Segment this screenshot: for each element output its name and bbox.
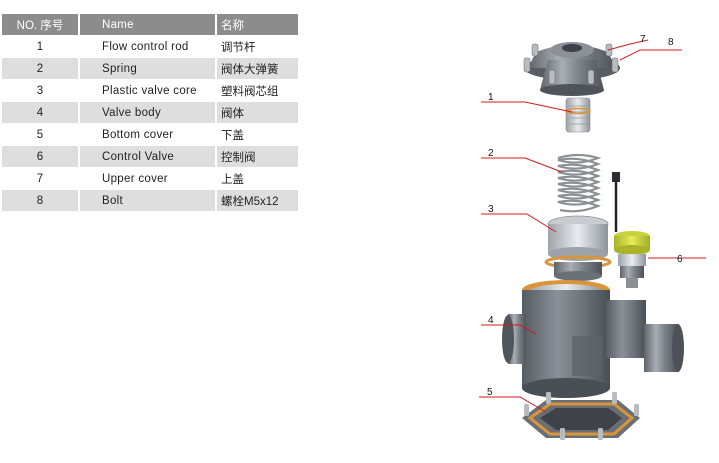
flow-control-rod [565, 97, 591, 133]
table-row: 1 Flow control rod 调节杆 [2, 35, 298, 58]
row-cn-name: 下盖 [221, 129, 244, 142]
parts-table: NO. 序号 Name 名称 1 Flow control rod 调节杆 2 … [2, 14, 298, 211]
callout-7: 7 [640, 34, 646, 45]
callout-1: 1 [488, 92, 494, 103]
leader-4 [481, 324, 537, 335]
spring [557, 153, 602, 213]
table-row: 5 Bottom cover 下盖 [2, 123, 298, 146]
callout-2: 2 [488, 148, 494, 159]
bolts [523, 43, 619, 85]
callout-5: 5 [487, 387, 493, 398]
leader-8 [619, 49, 682, 61]
row-name: Control Valve [79, 145, 217, 168]
row-name: Plastic valve core [79, 79, 217, 102]
row-no: 8 [2, 189, 80, 211]
row-name: Spring [79, 57, 217, 80]
row-cn-name: 控制阀 [216, 145, 298, 168]
leader-3 [481, 213, 557, 233]
table-row: 6 Control Valve 控制阀 [2, 145, 298, 168]
row-name: Valve body [79, 101, 217, 124]
row-name: Upper cover [79, 167, 217, 190]
table-row: 7 Upper cover 上盖 [2, 167, 298, 190]
upper-cover [524, 42, 620, 96]
table-row: 2 Spring 阀体大弹簧 [2, 57, 298, 80]
row-no: 1 [2, 35, 80, 58]
callout-labels: 1 2 3 4 5 6 7 8 [487, 34, 683, 398]
row-cn-name: 阀体 [216, 101, 298, 124]
callout-4: 4 [488, 315, 494, 326]
leader-1 [481, 101, 573, 113]
leader-lines [479, 39, 706, 413]
row-cn-name: 螺栓M5x12 [216, 189, 298, 211]
table-row: 3 Plastic valve core 塑料阀芯组 [2, 79, 298, 102]
valve-body [502, 280, 684, 398]
row-no: 6 [2, 145, 80, 168]
row-no: 7 [2, 167, 80, 190]
header-no: NO. 序号 [2, 14, 80, 36]
row-no: 5 [2, 123, 80, 146]
bottom-cover [522, 392, 640, 440]
table-row: 4 Valve body 阀体 [2, 101, 298, 124]
control-valve [612, 172, 650, 288]
row-cn-name: 上盖 [221, 173, 244, 186]
row-name: Bottom cover [79, 123, 217, 146]
header-cn-name: 名称 [216, 14, 298, 36]
row-no: 4 [2, 101, 80, 124]
row-no: 3 [2, 79, 80, 102]
leader-2 [481, 157, 563, 173]
row-name: Flow control rod [79, 35, 217, 58]
plastic-valve-core [544, 215, 612, 281]
callout-6: 6 [677, 254, 683, 265]
callout-8: 8 [668, 37, 674, 48]
row-name: Bolt [79, 189, 217, 211]
table-row: 8 Bolt 螺栓M5x12 [2, 189, 298, 211]
leader-5 [479, 396, 547, 413]
header-name: Name [79, 14, 217, 36]
leader-7 [607, 39, 649, 51]
table-header-row: NO. 序号 Name 名称 [2, 14, 298, 36]
row-cn-name: 调节杆 [221, 41, 256, 54]
callout-3: 3 [488, 204, 494, 215]
row-cn-name: 塑料阀芯组 [221, 85, 279, 98]
row-no: 2 [2, 57, 80, 80]
row-cn-name: 阀体大弹簧 [216, 57, 298, 80]
